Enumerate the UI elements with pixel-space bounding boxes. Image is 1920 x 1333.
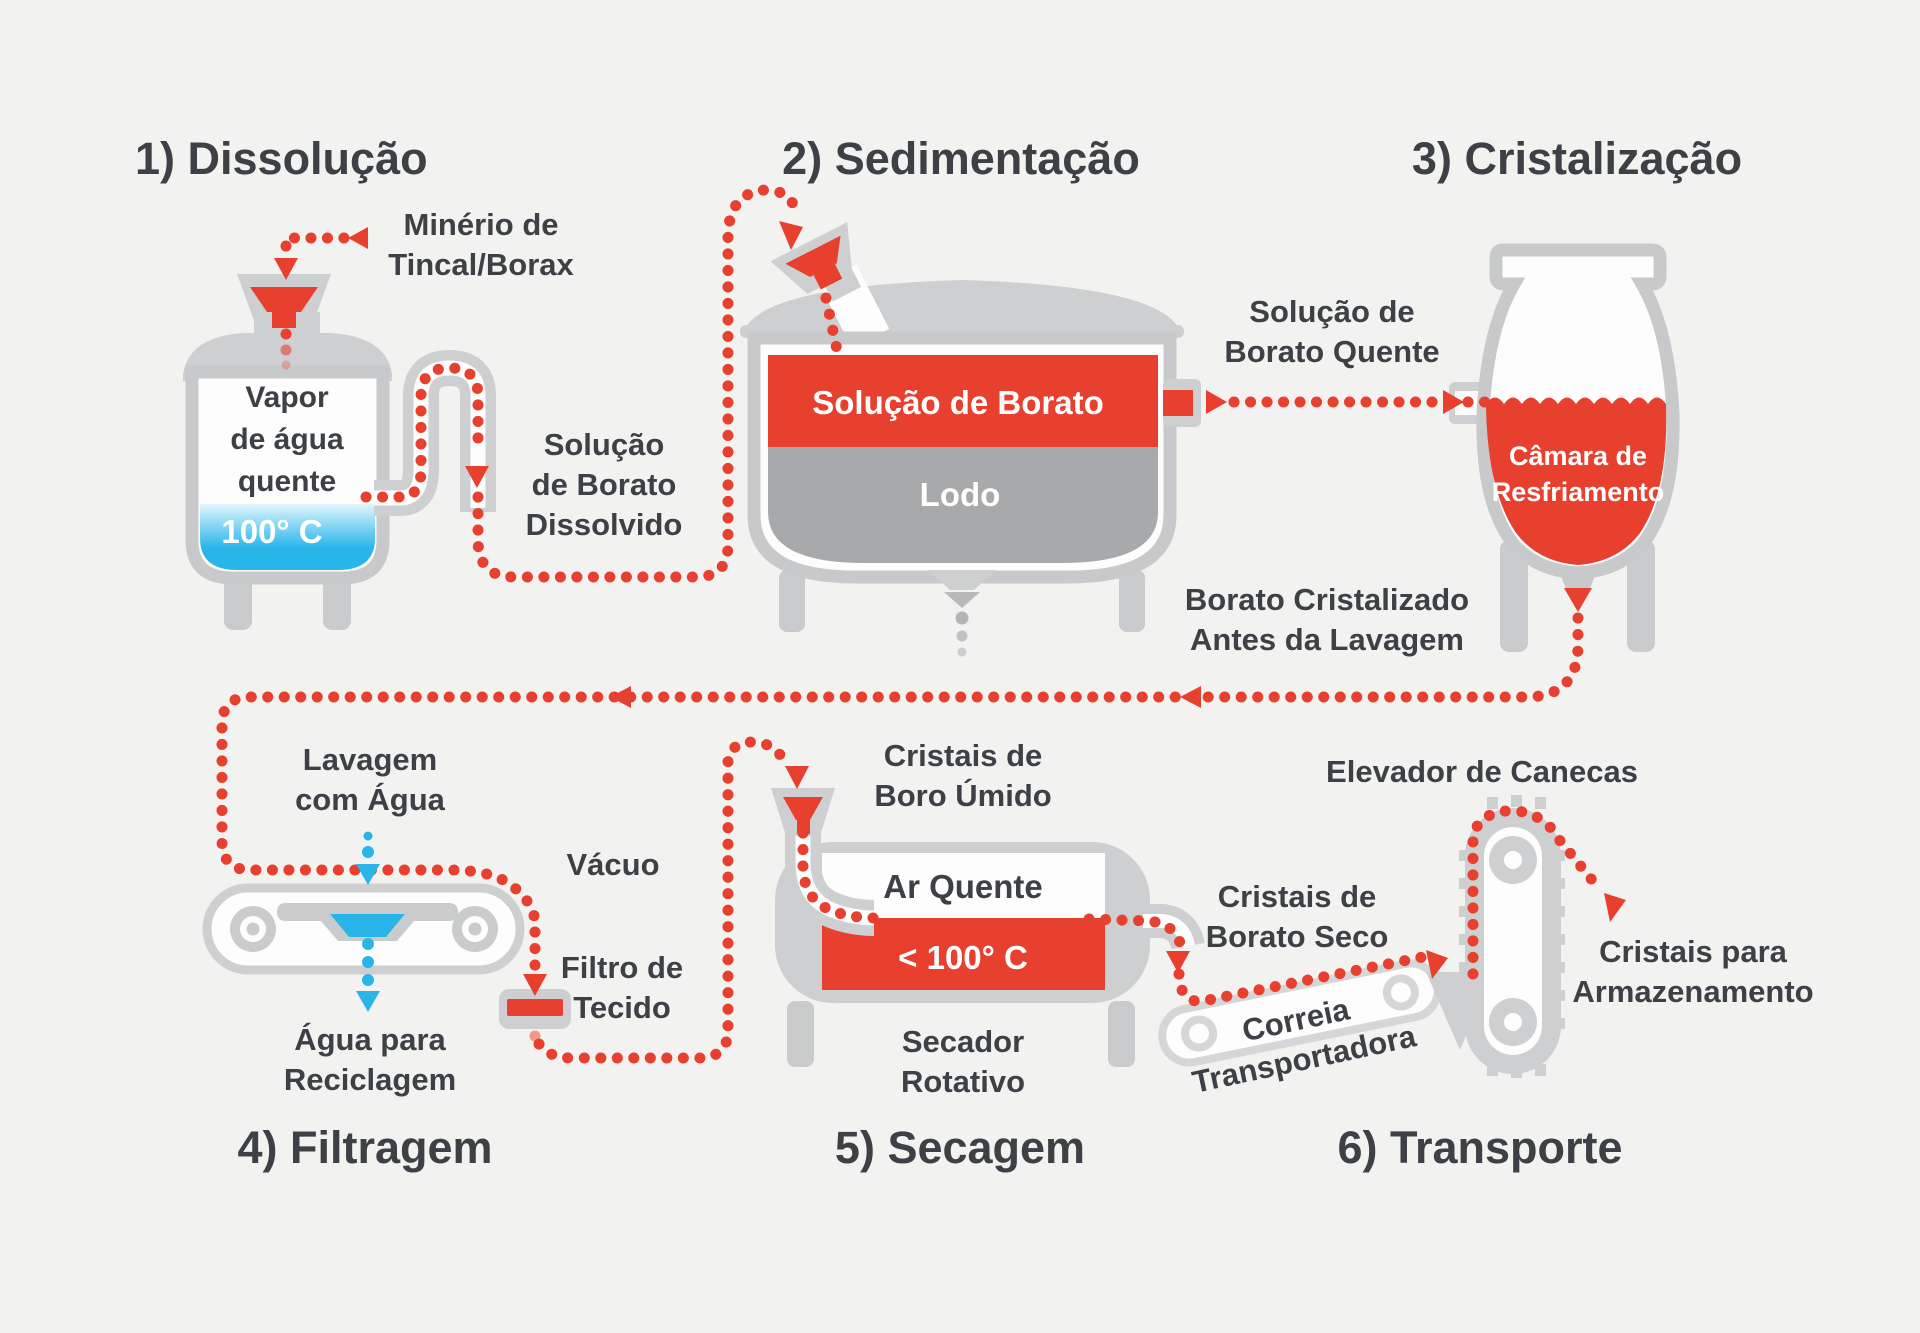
flow-dryer-outlet: [1083, 913, 1187, 953]
label-vapor: Vapor de água quente: [230, 381, 344, 498]
label-lavagem: Lavagem com Água: [295, 742, 445, 817]
sedimentation-tank-icon: [740, 222, 1201, 657]
label-solucao-quente: Solução de Borato Quente: [1224, 294, 1440, 369]
arrow-recycle-water-icon: [356, 991, 380, 1012]
flow-path-dots: [216, 184, 1607, 1064]
dissolution-tank-icon: [183, 274, 392, 630]
arrow-dryer-out-icon: [1166, 951, 1190, 973]
flow-return-line: [216, 612, 1584, 974]
label-ar-quente: Ar Quente: [883, 868, 1043, 905]
label-solucao-borato: Solução de Borato: [812, 384, 1104, 421]
arrow-filter-icon: [523, 974, 547, 996]
section-title-sedimentacao: 2) Sedimentação: [782, 133, 1140, 184]
wash-water-icon: [330, 914, 405, 937]
dryer-funnel-icon: [771, 788, 835, 836]
section-title-transporte: 6) Transporte: [1337, 1122, 1623, 1173]
label-camara-resfriamento: Câmara de Resfriamento: [1491, 441, 1665, 507]
arrow-into-funnel-icon: [779, 221, 803, 250]
flow-dissolved-solution: [472, 184, 800, 583]
fabric-filter-icon: [499, 989, 571, 1029]
label-lodo: Lodo: [919, 476, 1001, 513]
arrow-storage-icon: [1604, 893, 1626, 922]
flow-arrowheads: [274, 221, 1626, 1042]
sedimentation-funnel-icon: [770, 222, 862, 302]
water-arrows: [356, 831, 380, 1012]
flow-dryer-inlet: [797, 827, 882, 924]
arrow-return-2-icon: [610, 686, 631, 708]
label-temperatura-lt100: < 100° C: [898, 939, 1028, 976]
label-minerio: Minério de Tincal/Borax: [388, 207, 574, 282]
section-title-cristalizacao: 3) Cristalização: [1411, 133, 1743, 184]
label-secador-rotativo: Secador Rotativo: [901, 1024, 1025, 1099]
label-filtro-tecido: Filtro de Tecido: [560, 950, 684, 1025]
label-agua-reciclagem: Água para Reciclagem: [283, 1022, 457, 1097]
bucket-elevator-icon: [1426, 795, 1565, 1078]
arrow-ore-icon: [348, 227, 368, 249]
flow-conveyor: [1173, 951, 1429, 1007]
flow-elevator: [1467, 805, 1607, 980]
section-title-filtragem: 4) Filtragem: [237, 1122, 493, 1173]
flow-to-dryer: [533, 736, 787, 1064]
label-temperatura-100: 100° C: [221, 513, 323, 550]
section-title-dissolucao: 1) Dissolução: [135, 133, 428, 184]
arrow-pipe-down-icon: [465, 466, 489, 488]
arrow-ore-down-icon: [274, 258, 298, 280]
steam-pipe-icon: [374, 349, 496, 516]
arrow-dryer-funnel-icon: [785, 766, 809, 789]
label-vacuo: Vácuo: [566, 847, 660, 882]
label-cristais-seco: Cristais de Borato Seco: [1205, 879, 1389, 954]
label-elevador-canecas: Elevador de Canecas: [1326, 754, 1638, 789]
flow-steam-pipe: [360, 362, 484, 503]
arrow-return-1-icon: [1180, 686, 1201, 708]
cooling-chamber-vessel-icon: [1449, 243, 1680, 652]
label-solucao-dissolvido: Solução de Borato Dissolvido: [525, 427, 683, 542]
label-cristais-umido: Cristais de Boro Úmido: [874, 738, 1052, 813]
label-borato-cristalizado: Borato Cristalizado Antes da Lavagem: [1184, 582, 1470, 657]
arrow-wash-water-icon: [356, 864, 380, 885]
flow-into-sedimentation: [820, 292, 843, 356]
label-cristais-armazenamento: Cristais para Armazenamento: [1572, 934, 1814, 1009]
flow-ore-feed: [280, 232, 350, 262]
belt-filter-icon: [202, 883, 525, 975]
arrow-conveyor-icon: [1426, 950, 1448, 979]
arrow-hot-end-icon: [1443, 390, 1464, 414]
section-title-secagem: 5) Secagem: [834, 1122, 1086, 1173]
arrow-hot-start-icon: [1206, 390, 1227, 414]
